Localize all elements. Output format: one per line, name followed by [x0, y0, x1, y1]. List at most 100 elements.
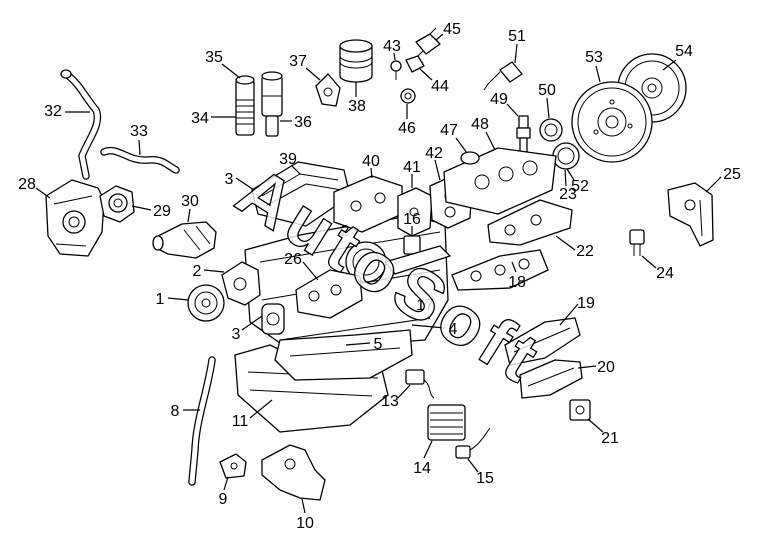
callout-46: 46 — [398, 104, 416, 137]
callout-label: 45 — [443, 21, 461, 38]
hydraulic-lifter-left — [235, 75, 255, 136]
flywheel — [571, 81, 653, 163]
oil-level-sensor — [405, 369, 435, 399]
callout-label: 42 — [425, 145, 443, 162]
callout-label: 30 — [181, 193, 199, 210]
exhaust-manifold-lower — [451, 249, 549, 291]
callout-label: 51 — [508, 28, 526, 45]
callout-label: 11 — [232, 413, 249, 430]
callout-label: 46 — [398, 120, 416, 137]
callout-38: 38 — [348, 82, 366, 115]
mount-bracket — [261, 444, 326, 501]
callout-label: 23 — [559, 186, 577, 203]
callout-18: 18 — [508, 261, 526, 291]
callout-label: 10 — [296, 515, 314, 532]
sensor-21 — [569, 399, 591, 421]
callout-label: 52 — [571, 178, 589, 195]
callout-label: 54 — [675, 43, 693, 60]
callout-52: 52 — [566, 168, 589, 195]
callout-20: 20 — [577, 359, 615, 376]
callout-42: 42 — [425, 145, 443, 181]
callout-36: 36 — [280, 114, 312, 131]
callout-15: 15 — [467, 458, 494, 487]
pump-gasket — [261, 303, 285, 335]
callout-16: 16 — [403, 211, 421, 236]
bracket-9 — [219, 453, 247, 479]
callout-label: 38 — [348, 98, 366, 115]
callout-24: 24 — [641, 255, 674, 282]
callout-label: 41 — [403, 159, 421, 176]
callout-label: 50 — [538, 82, 556, 99]
callout-50: 50 — [538, 82, 556, 119]
callout-21: 21 — [587, 418, 619, 447]
callout-32: 32 — [44, 103, 90, 120]
sensor-45 — [415, 27, 441, 55]
crank-seal — [539, 118, 563, 142]
callout-40: 40 — [362, 153, 380, 179]
callout-label: 16 — [403, 211, 421, 228]
callout-9: 9 — [219, 476, 229, 508]
callout-33: 33 — [130, 123, 148, 156]
callout-34: 34 — [191, 110, 236, 127]
callout-51: 51 — [508, 28, 526, 64]
water-pump — [221, 261, 261, 306]
callout-label: 2 — [341, 223, 350, 240]
callout-45: 45 — [435, 21, 461, 41]
callout-label: 29 — [153, 203, 171, 220]
manifold-gasket — [384, 245, 451, 275]
callout-26: 26 — [284, 251, 319, 281]
callout-label: 48 — [471, 116, 489, 133]
callout-2: 2 — [193, 263, 225, 280]
callout-label: 2 — [193, 263, 202, 280]
callout-48: 48 — [471, 116, 496, 151]
pulley — [187, 284, 225, 322]
callout-label: 22 — [576, 243, 594, 260]
callout-49: 49 — [490, 91, 519, 117]
callout-10: 10 — [296, 498, 314, 532]
cylinder-head-left — [295, 269, 363, 319]
callout-3-lower: 3 — [232, 315, 263, 343]
callout-label: 17 — [416, 297, 434, 314]
exhaust-manifold-upper — [487, 199, 573, 246]
callout-1: 1 — [156, 291, 189, 308]
thermostat-housing — [99, 185, 135, 223]
callout-53: 53 — [585, 49, 603, 83]
callout-label: 18 — [508, 274, 526, 291]
callout-43: 43 — [383, 38, 401, 61]
callout-label: 53 — [585, 49, 603, 66]
engine-mount-bracket — [667, 182, 714, 247]
callout-29: 29 — [131, 203, 171, 220]
callout-17: 17 — [416, 297, 434, 314]
callout-35: 35 — [205, 49, 241, 79]
callout-label: 32 — [44, 103, 62, 120]
callout-23: 23 — [559, 169, 577, 203]
callout-19: 19 — [559, 295, 595, 326]
callout-14: 14 — [413, 440, 433, 477]
callout-label: 49 — [490, 91, 508, 108]
callout-label: 25 — [723, 166, 741, 183]
callout-28: 28 — [18, 176, 51, 199]
callout-label: 36 — [294, 114, 312, 131]
callout-label: 1 — [156, 291, 165, 308]
callout-label: 24 — [656, 265, 674, 282]
callout-label: 37 — [289, 53, 307, 70]
plug-46 — [400, 88, 416, 104]
callout-41: 41 — [403, 159, 421, 188]
callout-8: 8 — [171, 403, 200, 420]
oil-filler-cap — [460, 151, 480, 165]
oil-cooler — [427, 404, 466, 441]
sensor-24 — [629, 229, 645, 256]
callout-47: 47 — [440, 122, 468, 154]
callout-13: 13 — [381, 384, 411, 410]
callout-11: 11 — [232, 399, 273, 430]
callout-54: 54 — [662, 43, 693, 71]
callout-25: 25 — [705, 166, 741, 193]
coolant-hose-upper — [60, 69, 102, 180]
callout-label: 15 — [476, 470, 494, 487]
callout-label: 14 — [413, 460, 431, 477]
callout-label: 3 — [225, 171, 234, 188]
callout-39: 39 — [279, 151, 301, 175]
callout-label: 13 — [381, 393, 399, 410]
dipstick-tube — [188, 356, 216, 486]
